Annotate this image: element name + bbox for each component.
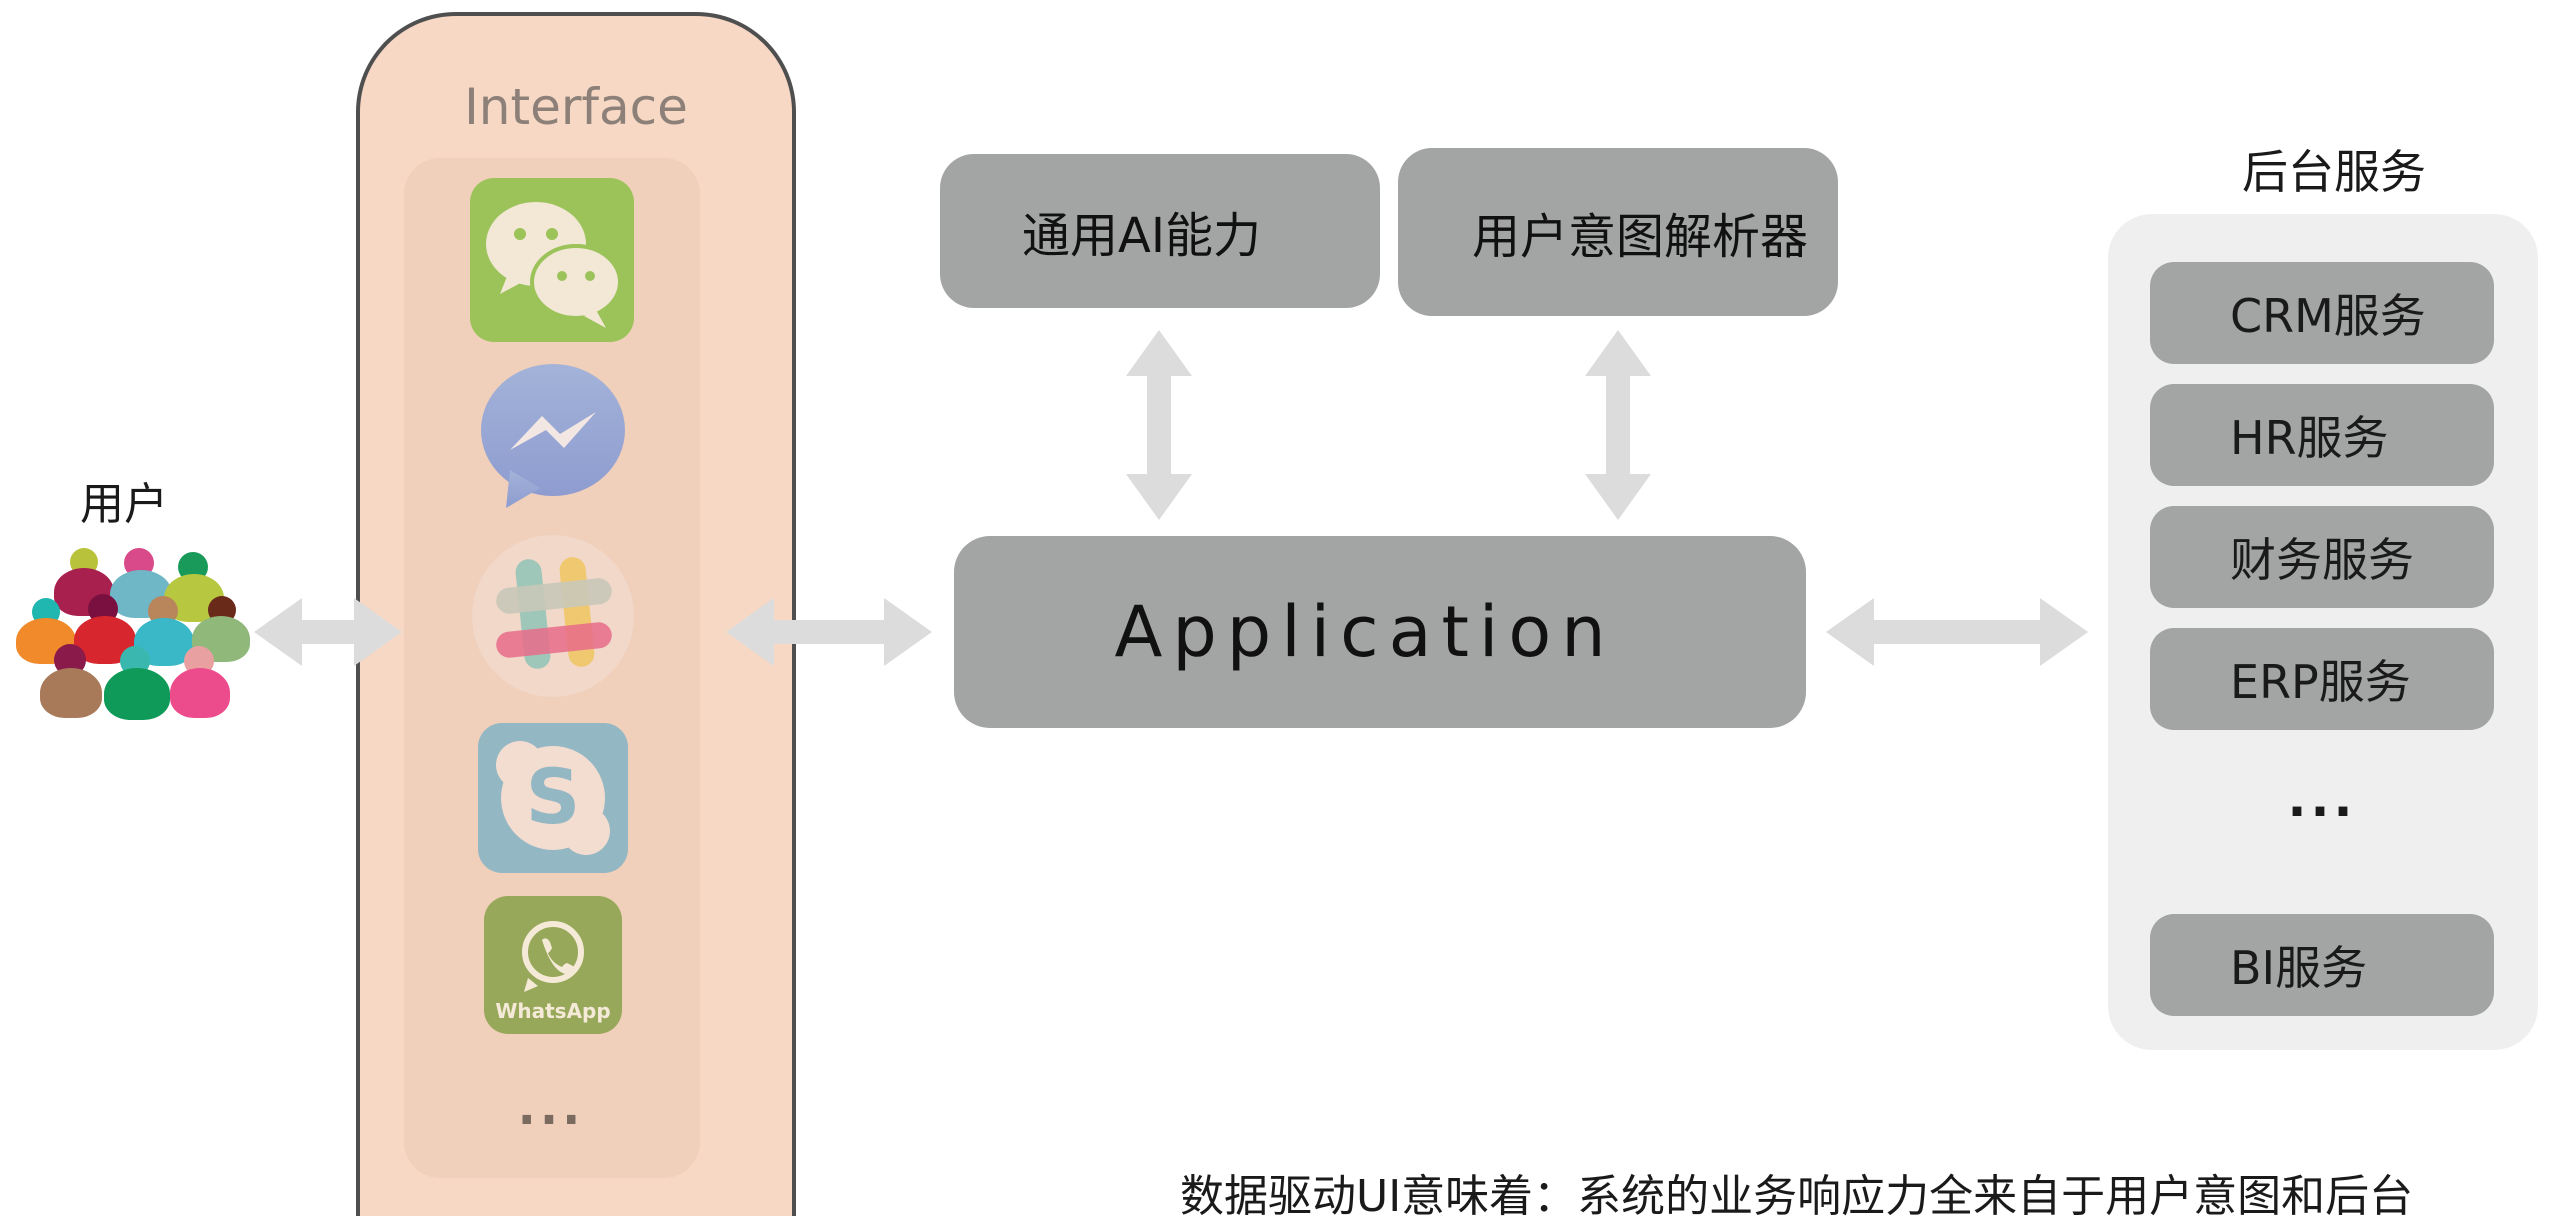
svg-text:S: S [526, 752, 581, 841]
service-label: CRM服务 [2230, 289, 2426, 343]
service-box-finance: 财务服务 [2150, 506, 2494, 608]
service-box-crm: CRM服务 [2150, 262, 2494, 364]
users-label: 用户 [80, 479, 168, 530]
service-label: 财务服务 [2230, 533, 2414, 587]
general-ai-label: 通用AI能力 [1022, 208, 1261, 264]
wechat-icon[interactable] [470, 178, 634, 342]
interface-application-arrow [726, 598, 932, 666]
whatsapp-icon[interactable]: WhatsApp [484, 896, 622, 1034]
backend-title: 后台服务 [2242, 145, 2426, 199]
service-box-hr: HR服务 [2150, 384, 2494, 486]
application-backend-arrow [1826, 598, 2088, 666]
application-box: Application [954, 536, 1806, 728]
interface-more-ellipsis: ... [517, 1080, 585, 1136]
messenger-icon[interactable] [480, 360, 626, 510]
service-label: ERP服务 [2230, 655, 2411, 709]
users-interface-arrow [254, 598, 402, 666]
service-box-bi: BI服务 [2150, 914, 2494, 1016]
skype-icon[interactable]: S [478, 723, 628, 873]
intent-parser-box: 用户意图解析器 [1398, 148, 1838, 316]
ai-application-arrow [1126, 330, 1192, 520]
backend-more-ellipsis: ... [2287, 770, 2357, 828]
caption-text: 数据驱动UI意味着：系统的业务响应力全来自于用户意图和后台 [1180, 1171, 2414, 1222]
service-label: HR服务 [2230, 411, 2389, 465]
slack-icon[interactable] [472, 535, 634, 697]
intent-parser-label: 用户意图解析器 [1472, 209, 1809, 265]
intent-application-arrow [1585, 330, 1651, 520]
application-label: Application [1114, 591, 1616, 673]
general-ai-capability-box: 通用AI能力 [940, 154, 1380, 308]
service-box-erp: ERP服务 [2150, 628, 2494, 730]
svg-text:WhatsApp: WhatsApp [495, 999, 610, 1023]
users-crowd-icon [14, 548, 254, 720]
service-label: BI服务 [2230, 941, 2368, 995]
interface-title: Interface [464, 78, 688, 136]
